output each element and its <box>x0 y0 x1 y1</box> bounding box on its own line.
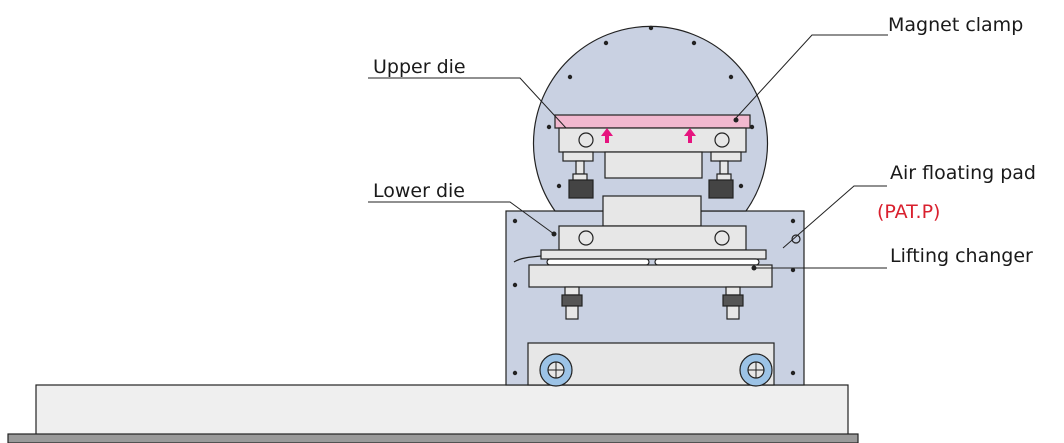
bolster-base <box>35 384 849 436</box>
label-lifting-changer: Lifting changer <box>890 245 1033 267</box>
floor-plate <box>7 433 859 443</box>
upper-die <box>558 127 747 153</box>
air-hose <box>513 255 542 263</box>
frame-bolts <box>512 218 796 376</box>
label-upper-die: Upper die <box>373 56 466 78</box>
leader-lines <box>368 34 888 269</box>
housing-bolts <box>546 25 755 189</box>
wheel-left <box>539 353 573 387</box>
lifting-changer <box>528 264 773 288</box>
lower-punch <box>602 195 702 227</box>
magnet-clamp-plate <box>554 114 751 129</box>
air-floating-pad <box>540 249 767 260</box>
upper-punch <box>604 151 703 179</box>
label-magnet-clamp: Magnet clamp <box>888 14 1024 36</box>
wheel-right <box>739 353 773 387</box>
leader-dots <box>551 117 757 271</box>
clamp-force-arrows <box>601 128 696 143</box>
label-lower-die: Lower die <box>373 180 465 202</box>
label-patent-pending: (PAT.P) <box>877 201 941 223</box>
lower-die <box>558 225 747 251</box>
label-air-floating-pad: Air floating pad <box>890 162 1036 184</box>
frame-port <box>791 234 801 244</box>
